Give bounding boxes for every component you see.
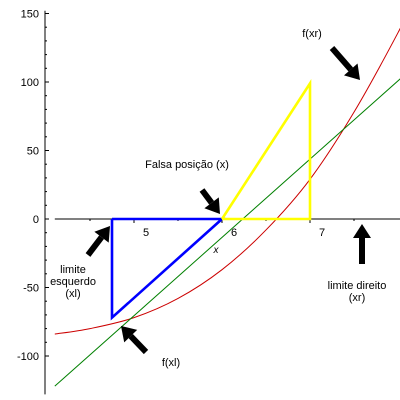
arrow-falsa-posicao <box>199 188 220 214</box>
label-fxr: f(xr) <box>302 28 322 40</box>
arrow-xr <box>353 224 371 264</box>
triangle-left <box>110 217 226 321</box>
label-fxl: f(xl) <box>162 357 180 369</box>
y-tick-label: 50 <box>27 146 39 158</box>
x-axis-label: x <box>213 245 220 256</box>
x-tick-label: 7 <box>319 227 325 239</box>
y-tick-label: 0 <box>33 214 39 226</box>
label-xr: limite direito(xr) <box>328 280 387 304</box>
arrow-xl <box>85 226 110 257</box>
secant-line <box>54 78 400 387</box>
arrow-fxr <box>329 46 360 80</box>
curve-f <box>54 27 400 335</box>
y-tick-label: 150 <box>21 9 39 21</box>
label-falsa-posicao: Falsa posição (x) <box>145 159 229 171</box>
x-tick-label: 6 <box>231 227 237 239</box>
y-tick-label: -50 <box>23 283 39 295</box>
triangle-right <box>220 78 312 221</box>
series-layer <box>54 27 400 387</box>
y-tick-label: 100 <box>21 77 39 89</box>
x-tick-label: 5 <box>143 227 149 239</box>
y-tick-label: -100 <box>17 351 39 363</box>
arrow-fxl <box>121 326 149 355</box>
